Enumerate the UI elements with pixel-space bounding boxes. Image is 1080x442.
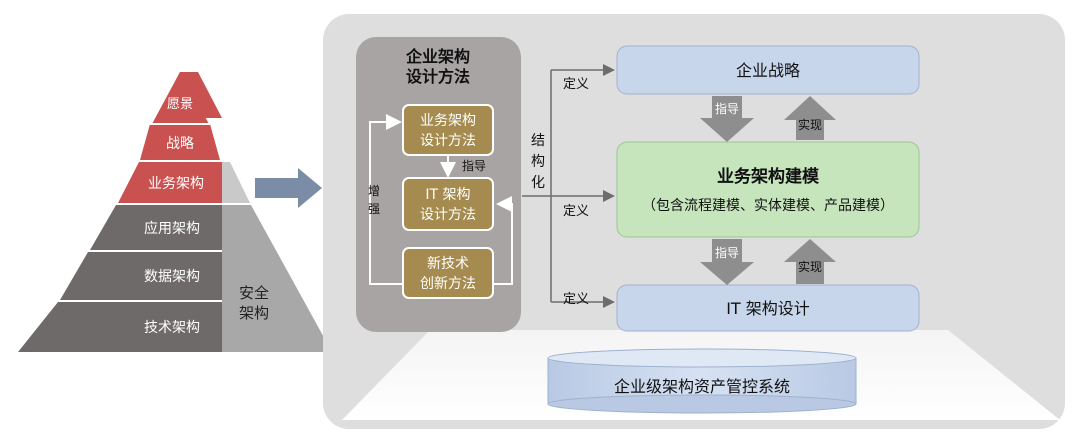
method-enhance-label-1: 增	[368, 184, 380, 198]
asset-system-label: 企业级架构资产管控系统	[614, 377, 790, 396]
realize-arrow-top	[784, 96, 836, 140]
structure-label-3: 化	[531, 175, 545, 191]
pyramid-level-business	[118, 162, 222, 203]
structure-label-2: 构	[531, 154, 545, 170]
pyramid-label-strategy: 战略	[166, 136, 194, 152]
method-box-innovation-1: 新技术	[427, 256, 469, 272]
method-box-it-2: 设计方法	[420, 207, 476, 223]
define-connectors	[522, 64, 615, 308]
method-box-innovation[interactable]	[402, 247, 494, 299]
pyramid-level-application	[90, 205, 222, 250]
pyramid-label-vision: 愿景	[167, 97, 193, 112]
pyramid-level-data	[60, 252, 222, 300]
structure-label-1: 结	[531, 133, 545, 149]
method-box-business-1: 业务架构	[420, 113, 476, 129]
realize-label-bottom: 实现	[798, 259, 822, 274]
realize-arrow-bottom	[784, 239, 836, 284]
strategy-box[interactable]	[616, 45, 920, 95]
pyramid-to-panel-arrow	[255, 168, 322, 208]
pyramid-security-label-2: 架构	[239, 304, 269, 322]
business-modeling-box[interactable]	[616, 141, 920, 238]
pyramid-security-column	[222, 205, 332, 352]
method-panel-title-2: 设计方法	[406, 67, 470, 86]
asset-system-cylinder[interactable]	[547, 348, 857, 414]
define-label-it: 定义	[563, 292, 589, 307]
define-label-strategy: 定义	[563, 77, 589, 92]
architecture-pyramid: 愿景 战略 业务架构 应用架构 数据架构 技术架构 安全 架构	[18, 72, 332, 352]
guide-arrow-bottom	[700, 239, 754, 285]
define-label-business: 定义	[563, 204, 589, 219]
pyramid-label-tech: 技术架构	[144, 320, 200, 336]
it-design-label: IT 架构设计	[726, 299, 810, 318]
strategy-label: 企业战略	[736, 61, 800, 80]
method-panel-title-1: 企业架构	[405, 47, 470, 66]
method-enhance-label-2: 强	[368, 202, 380, 216]
realize-label-top: 实现	[798, 117, 822, 132]
business-modeling-subtitle: （包含流程建模、实体建模、产品建模）	[642, 198, 894, 214]
pyramid-label-application: 应用架构	[144, 220, 200, 237]
guide-label-bottom: 指导	[715, 245, 739, 260]
guide-label-top: 指导	[715, 101, 739, 116]
pyramid-security-label-1: 安全	[239, 284, 269, 302]
pyramid-label-business: 业务架构	[148, 176, 204, 192]
method-box-it-1: IT 架构	[425, 187, 470, 203]
method-box-innovation-2: 创新方法	[420, 276, 476, 292]
business-modeling-title: 业务架构建模	[717, 166, 820, 187]
pyramid-label-data: 数据架构	[144, 269, 200, 285]
pyramid-level-strategy	[140, 124, 220, 160]
method-box-business[interactable]	[402, 104, 494, 156]
guide-arrow-top	[700, 96, 754, 142]
method-box-it[interactable]	[402, 177, 494, 231]
method-box-business-2: 设计方法	[420, 133, 476, 149]
it-design-box[interactable]	[616, 284, 920, 332]
method-guide-label: 指导	[462, 158, 486, 173]
pyramid-level-tech	[18, 302, 222, 352]
